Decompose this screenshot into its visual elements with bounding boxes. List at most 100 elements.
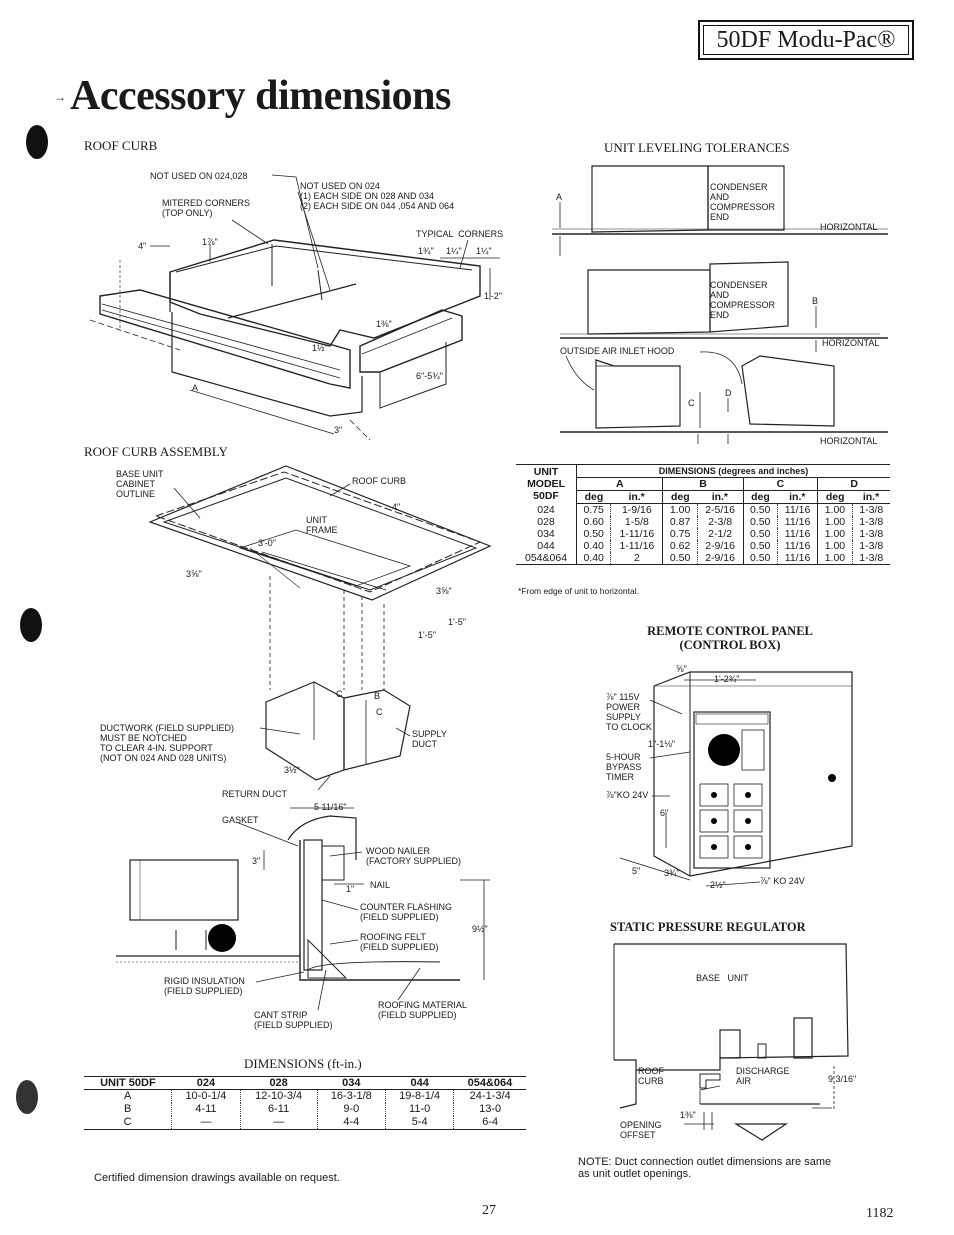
discharge-air-label: DISCHARGE AIR bbox=[736, 1066, 790, 1086]
table-cell: 24-1-3/4 bbox=[453, 1089, 526, 1103]
table-cell: 9-0 bbox=[316, 1103, 386, 1116]
dim-label: 4" bbox=[392, 502, 401, 512]
supply-duct-label: SUPPLY DUCT bbox=[412, 729, 447, 749]
table-cell: B bbox=[123, 1103, 132, 1115]
brand-label: 50DF Modu-Pac® bbox=[716, 26, 896, 53]
column-header: UNIT 50DF bbox=[84, 1076, 172, 1090]
table-cell: 2-3/8 bbox=[697, 516, 744, 528]
wood-nailer-label: WOOD NAILER (FACTORY SUPPLIED) bbox=[366, 846, 462, 866]
column-header: in.* bbox=[610, 490, 664, 504]
table-cell: 13-0 bbox=[453, 1103, 526, 1116]
table-header-row: A B C D bbox=[516, 477, 890, 491]
nail-label: NAIL bbox=[370, 880, 391, 890]
column-header: A bbox=[576, 477, 664, 491]
leveling-footnote: *From edge of unit to horizontal. bbox=[518, 586, 639, 596]
table-cell: C bbox=[123, 1116, 132, 1128]
page-number: 27 bbox=[482, 1203, 496, 1218]
table-cell: 0.60 bbox=[576, 516, 612, 528]
dim-label: 1¾" bbox=[418, 246, 434, 256]
dim-label: 5 11/16" bbox=[314, 802, 347, 812]
punch-hole-icon bbox=[16, 1080, 38, 1114]
table-cell: 0.50 bbox=[662, 552, 698, 565]
roofing-material-label: ROOFING MATERIAL (FIELD SUPPLIED) bbox=[378, 1000, 467, 1020]
table-cell: 044 bbox=[516, 540, 578, 552]
table-cell: 16-3-1/8 bbox=[316, 1089, 386, 1103]
roof-curb-assembly-heading: ROOF CURB ASSEMBLY bbox=[84, 444, 228, 459]
certified-note: Certified dimension drawings available o… bbox=[94, 1172, 340, 1184]
table-cell: 2-9/16 bbox=[697, 540, 744, 552]
column-header: DIMENSIONS (degrees and inches) bbox=[576, 464, 890, 478]
table-cell: 1.00 bbox=[817, 503, 853, 516]
dim-label: 1⅜" bbox=[376, 319, 392, 329]
dim-label: 1'-2" bbox=[484, 291, 502, 301]
table-cell: 11/16 bbox=[777, 516, 819, 528]
dim-label: ⅝" bbox=[676, 664, 687, 674]
dim-label: 1⅜" bbox=[680, 1110, 696, 1120]
power-supply-label: ⅞" 115V POWER SUPPLY TO CLOCK bbox=[606, 692, 652, 732]
table-cell: 0.50 bbox=[743, 528, 778, 540]
table-cell: 1.00 bbox=[817, 552, 853, 565]
table-cell: 12-10-3/4 bbox=[239, 1089, 318, 1103]
dim-label: C bbox=[336, 689, 343, 699]
table-cell: 11/16 bbox=[777, 552, 819, 565]
column-header: in.* bbox=[777, 490, 819, 504]
table-cell: A bbox=[123, 1090, 132, 1102]
table-cell: 1-3/8 bbox=[859, 552, 884, 564]
column-header: C bbox=[743, 477, 819, 491]
dim-label: A bbox=[192, 383, 199, 393]
dim-label: 1⅞" bbox=[202, 237, 218, 247]
table-cell: 0.75 bbox=[576, 503, 612, 516]
knockout-label: ⅞"KO 24V bbox=[606, 790, 649, 800]
column-header: in.* bbox=[852, 490, 890, 504]
gasket-label: GASKET bbox=[222, 815, 259, 825]
table-cell: 0.40 bbox=[576, 552, 612, 565]
table-cell: 028 bbox=[516, 516, 578, 528]
static-pressure-heading: STATIC PRESSURE REGULATOR bbox=[610, 920, 806, 934]
table-cell: 0.87 bbox=[662, 516, 698, 528]
table-cell: 5-4 bbox=[384, 1116, 454, 1130]
table-cell: 0.50 bbox=[743, 540, 778, 552]
dim-label: 9½" bbox=[472, 924, 488, 934]
column-header: deg bbox=[743, 490, 778, 504]
knockout-label: ⅞" KO 24V bbox=[760, 876, 805, 886]
table-cell: 0.40 bbox=[576, 540, 612, 552]
static-pressure-note: NOTE: Duct connection outlet dimensions … bbox=[578, 1156, 832, 1180]
opening-offset-label: OPENING OFFSET bbox=[620, 1120, 662, 1140]
dim-label: 3¾" bbox=[664, 868, 680, 878]
base-unit-label: BASE UNIT bbox=[696, 973, 749, 983]
dim-label: A bbox=[556, 192, 563, 202]
table-cell: — bbox=[239, 1116, 318, 1130]
dim-label: 3⅝" bbox=[436, 586, 452, 596]
column-header: UNIT MODEL 50DF bbox=[516, 464, 578, 504]
table-cell: 11/16 bbox=[777, 540, 819, 552]
table-cell: 0.50 bbox=[576, 528, 612, 540]
table-cell: — bbox=[171, 1116, 241, 1130]
dim-label: B bbox=[812, 296, 819, 306]
table-cell: 2-9/16 bbox=[697, 552, 744, 565]
column-header: deg bbox=[817, 490, 853, 504]
table-header-row: UNIT MODEL 50DF DIMENSIONS (degrees and … bbox=[516, 464, 890, 504]
ductwork-label: DUCTWORK (FIELD SUPPLIED) MUST BE NOTCHE… bbox=[100, 723, 235, 763]
dim-label: 6"-5¾" bbox=[416, 371, 443, 381]
condenser-label: CONDENSER AND COMPRESSOR END bbox=[710, 182, 776, 222]
dim-label: 1'-5" bbox=[448, 617, 466, 627]
table-header-row: deg in.* deg in.* deg in.* deg in.* bbox=[516, 490, 890, 504]
roof-curb-label: ROOF CURB bbox=[638, 1066, 664, 1086]
dim-label: 6" bbox=[660, 808, 669, 818]
typical-label: TYPICAL CORNERS bbox=[416, 229, 504, 239]
dim-label: 4" bbox=[138, 241, 147, 251]
table-cell: 4-4 bbox=[316, 1116, 386, 1130]
table-row: B 4-11 6-11 9-0 11-0 13-0 bbox=[84, 1103, 526, 1116]
table-cell: 4-11 bbox=[171, 1103, 241, 1116]
dim-label: D bbox=[725, 388, 732, 398]
dim-label: 2½" bbox=[710, 880, 726, 890]
base-unit-label: BASE UNIT CABINET OUTLINE bbox=[116, 469, 164, 499]
table-cell: 0.50 bbox=[743, 503, 778, 516]
roof-curb-heading: ROOF CURB bbox=[84, 138, 158, 153]
dim-label: 1¼" bbox=[446, 246, 462, 256]
